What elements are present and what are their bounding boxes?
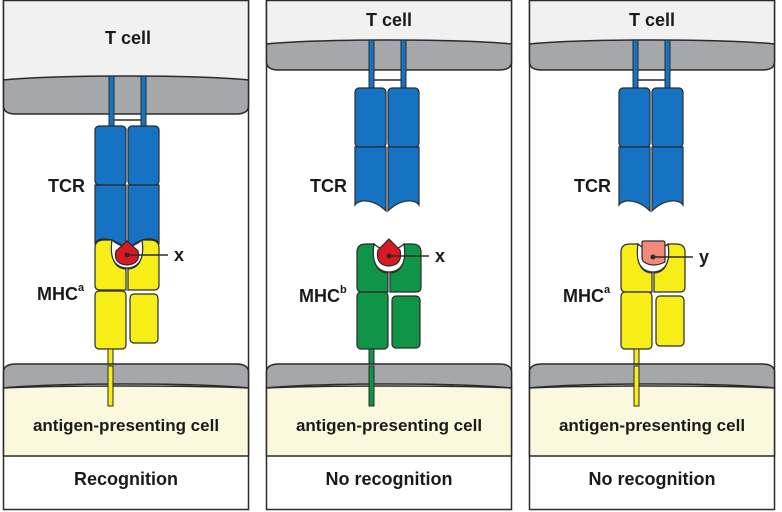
mhc-alpha3-domain xyxy=(356,291,389,350)
t-cell-label: T cell xyxy=(629,10,675,30)
tcr-alpha-constant-domain xyxy=(618,87,651,148)
tcr-beta-variable-domain xyxy=(651,146,684,213)
apc-body xyxy=(265,385,513,457)
mhc-label: MHCa xyxy=(563,284,611,306)
tcr-stalk-left xyxy=(368,39,375,89)
tcr-beta-constant-domain xyxy=(387,87,420,148)
mhc-alpha3-domain xyxy=(620,291,653,350)
panel-caption: No recognition xyxy=(326,469,453,489)
mhc-label: MHCb xyxy=(299,284,347,306)
mhc-alpha3-domain xyxy=(94,290,127,350)
tcr-alpha-variable-domain xyxy=(354,146,387,213)
peptide-y xyxy=(641,240,666,266)
tcr-beta-constant-domain xyxy=(127,125,160,186)
t-cell-label: T cell xyxy=(366,10,412,30)
panel-no-recognition-mhc-b: T cell TCR x MHCb antigen-presenting cel… xyxy=(265,0,513,511)
apc-membrane xyxy=(2,363,250,389)
apc-body xyxy=(2,385,250,457)
tcr-stalk-right xyxy=(140,75,147,127)
tcr-stalk-right xyxy=(400,39,407,89)
tcr-label: TCR xyxy=(574,176,611,196)
tcr-label: TCR xyxy=(310,176,347,196)
mhc-beta2m-domain xyxy=(655,295,685,347)
mhc-beta2m-domain xyxy=(391,295,421,349)
tcr-beta-variable-domain xyxy=(127,184,160,251)
apc-label: antigen-presenting cell xyxy=(559,416,745,435)
peptide-label: y xyxy=(699,247,709,267)
tcr-beta-variable-domain xyxy=(387,146,420,213)
t-cell-membrane xyxy=(2,75,250,115)
panel-no-recognition-peptide-y: T cell TCR y MHCa antigen-presenting cel… xyxy=(528,0,776,511)
tcr-stalk-right xyxy=(664,39,671,89)
tcr-stalk-left xyxy=(632,39,639,89)
t-cell-membrane xyxy=(265,39,513,71)
mhc-label: MHCa xyxy=(37,282,85,304)
tcr-beta-constant-domain xyxy=(651,87,684,148)
tcr-label: TCR xyxy=(48,176,85,196)
t-cell-membrane xyxy=(528,39,776,71)
panel-recognition: T cell TCR x MHCa antigen-presenting cel… xyxy=(2,0,250,511)
peptide-label: x xyxy=(435,246,445,266)
mhc-anchor xyxy=(633,365,640,407)
tcr-stalk-left xyxy=(108,75,115,127)
tcr-alpha-constant-domain xyxy=(354,87,387,148)
mhc-beta2m-domain xyxy=(129,293,159,344)
mhc-anchor xyxy=(368,365,375,407)
apc-membrane xyxy=(265,363,513,389)
tcr-alpha-constant-domain xyxy=(94,125,127,186)
panel-caption: Recognition xyxy=(74,469,178,489)
apc-label: antigen-presenting cell xyxy=(33,416,219,435)
panel-caption: No recognition xyxy=(589,469,716,489)
apc-membrane xyxy=(528,363,776,389)
apc-label: antigen-presenting cell xyxy=(296,416,482,435)
mhc-anchor xyxy=(107,365,114,407)
apc-body xyxy=(528,385,776,457)
t-cell-label: T cell xyxy=(105,28,151,48)
tcr-alpha-variable-domain xyxy=(618,146,651,213)
peptide-label: x xyxy=(174,245,184,265)
